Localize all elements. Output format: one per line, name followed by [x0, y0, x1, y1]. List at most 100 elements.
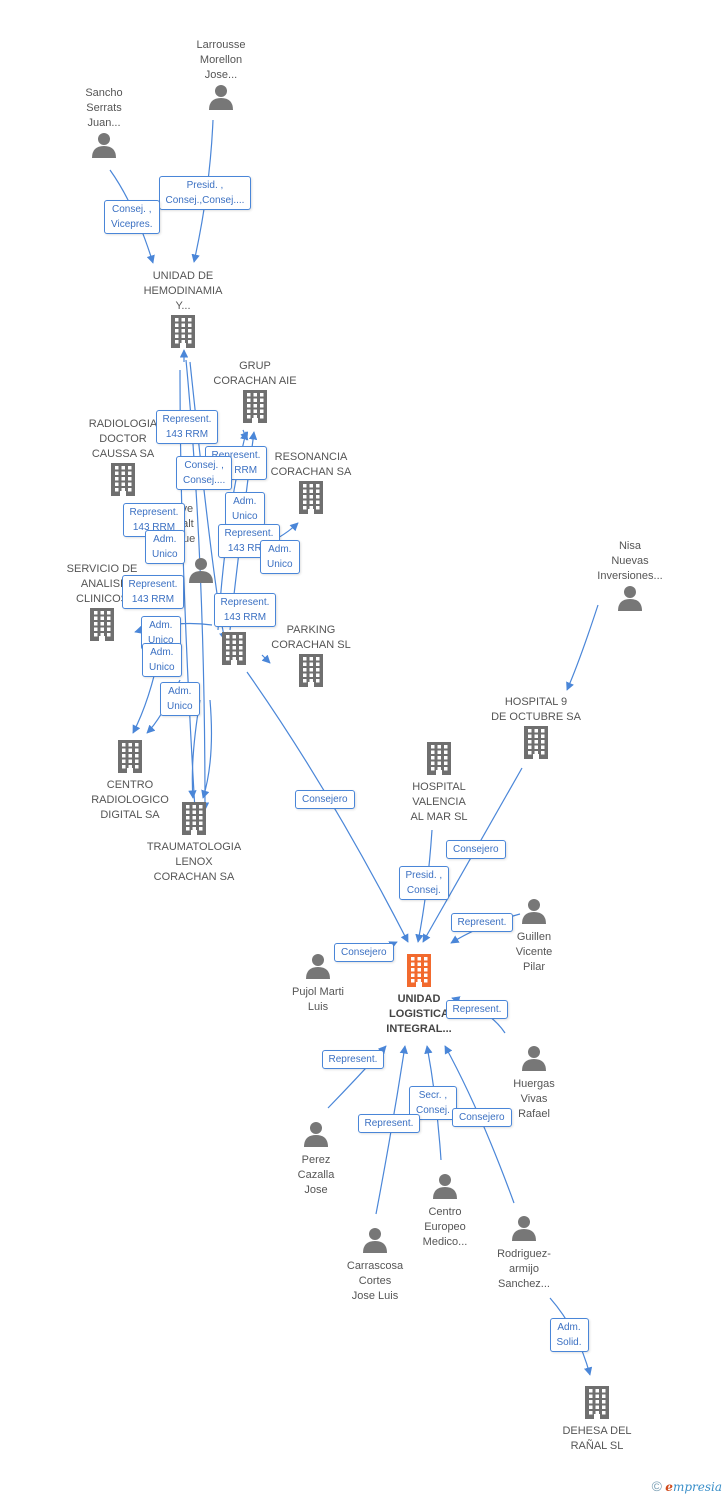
person-icon [263, 952, 373, 985]
person-icon [390, 1172, 500, 1205]
relation-label[interactable]: Consej. ,Consej.... [176, 456, 233, 490]
relation-label-line: Represent. [328, 1053, 378, 1065]
relation-label[interactable]: Adm.Unico [160, 682, 200, 716]
relation-label[interactable]: Represent. [445, 999, 509, 1019]
relation-label-line: Adm. [149, 620, 173, 631]
relation-label[interactable]: Consejero [446, 839, 506, 859]
relation-label-line: Solid. [556, 1337, 582, 1348]
node-label-line: INTEGRAL... [386, 1023, 452, 1035]
relation-label[interactable]: Adm.Unico [260, 540, 300, 574]
node-label-line: CENTRO [106, 779, 154, 791]
node-label-line: Rodriguez- [497, 1248, 551, 1260]
node-label-line: UNIDAD DE [152, 270, 214, 282]
relation-label[interactable]: Presid. ,Consej. [398, 866, 450, 900]
relation-label[interactable]: Represent. [450, 912, 514, 932]
relation-label[interactable]: Adm.Unico [142, 643, 182, 677]
relation-label[interactable]: Consejero [334, 942, 394, 962]
building-icon [139, 801, 249, 840]
relation-label-line: Adm. [268, 544, 292, 555]
building-icon [256, 480, 366, 519]
person-icon [166, 83, 276, 116]
node-label-line: CORACHAN SA [153, 871, 235, 883]
relation-label-line: Consejero [302, 793, 348, 805]
relation-label-line: Unico [148, 635, 174, 646]
node-label-line: VALENCIA [412, 796, 466, 808]
relation-label-line: Represent. [224, 528, 274, 539]
node-label-line: RESONANCIA [274, 451, 348, 463]
relationship-edge [201, 699, 213, 799]
relation-label-line: 143 RRM [131, 594, 175, 605]
relation-label-line: 143 RRM [132, 522, 176, 533]
node-label-line: Perez [301, 1154, 331, 1166]
relation-label[interactable]: Represent.143 RRM [121, 575, 185, 609]
building-icon-highlighted [364, 953, 474, 992]
relation-label-line: 143 RRM [214, 465, 258, 476]
relation-label[interactable]: Represent.143 RRM [213, 593, 277, 627]
node-label-line: RADIOLOGIA [88, 418, 158, 430]
relation-label-line: Unico [167, 701, 193, 712]
relationship-edge [261, 654, 271, 664]
relation-label[interactable]: Presid. ,Consej.,Consej.... [158, 176, 252, 210]
relation-label[interactable]: Adm.Solid. [549, 1318, 589, 1352]
node-label-line: Sancho [85, 87, 123, 99]
relation-label-line: 143 RRM [165, 429, 209, 440]
building-icon [481, 725, 591, 764]
node-label-line: Vicente [515, 946, 553, 958]
building-icon [68, 462, 178, 501]
graph-node-focus[interactable]: UNIDAD LOGISTICA INTEGRAL... [364, 953, 474, 1037]
relation-label[interactable]: Consej. ,Vicepres. [104, 200, 160, 234]
node-label-line: Vivas [520, 1093, 548, 1105]
relation-label[interactable]: Represent.143 RRM [155, 410, 219, 444]
node-label-line: Jose... [204, 69, 238, 81]
graph-node-resonancia[interactable]: RESONANCIA CORACHAN SA [256, 450, 366, 519]
relation-label-line: 143 RRM [223, 612, 267, 623]
node-label-line: Pujol Marti [292, 986, 344, 998]
node-label-line: AL MAR SL [410, 811, 468, 823]
relation-label[interactable]: Consejero [295, 789, 355, 809]
relation-label-line: Represent. [129, 507, 179, 518]
relation-label[interactable]: Adm.Unico [225, 492, 265, 526]
relation-label[interactable]: Represent. [357, 1113, 421, 1133]
building-icon [47, 607, 157, 646]
relation-label[interactable]: Represent. [321, 1049, 385, 1069]
building-icon [200, 389, 310, 428]
node-label-line: Juan... [87, 117, 121, 129]
node-label-line: CORACHAN SA [270, 466, 352, 478]
relation-label[interactable]: Secr. ,Consej. [409, 1086, 457, 1120]
relation-label[interactable]: Adm.Unico [145, 530, 185, 564]
node-label: UNIDAD LOGISTICA INTEGRAL... [364, 992, 474, 1037]
node-label-line: SERVICIO DE [66, 563, 138, 575]
node-label-line: UNIDAD [397, 993, 441, 1005]
node-label-line: Larrousse [196, 39, 246, 51]
relation-label[interactable]: Consejero [452, 1107, 512, 1127]
node-label-line: LOGISTICA [389, 1008, 449, 1020]
node-label-line: Medico... [422, 1236, 468, 1248]
